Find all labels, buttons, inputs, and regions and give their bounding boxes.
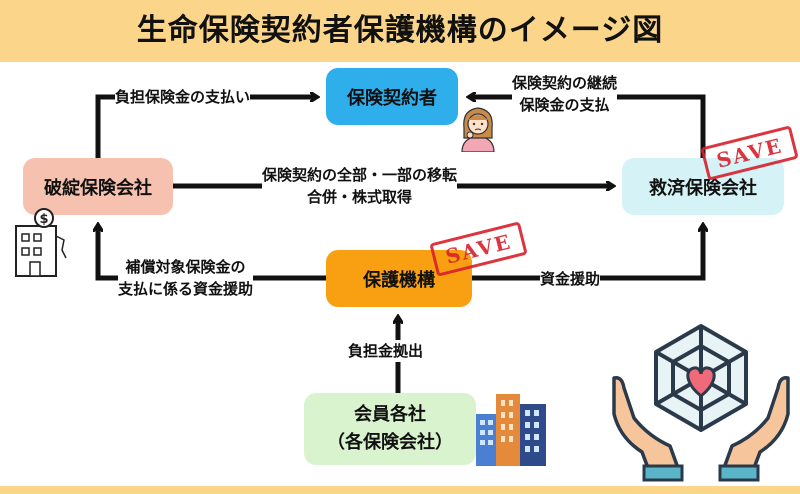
header-bar (0, 0, 800, 62)
label-compensation-line-2: 支払に係る資金援助 (118, 280, 254, 298)
members-line-1: 会員各社 (354, 404, 426, 425)
label-fund-support: 資金援助 (540, 268, 601, 290)
worried-woman-icon (461, 107, 495, 152)
footer-bar (0, 486, 800, 494)
label-transfer-line-2: 合併・株式取得 (307, 188, 413, 206)
label-continuation-line-2: 保険金の支払 (519, 96, 610, 114)
node-member-companies: 会員各社 （各保険会社） (304, 393, 476, 465)
node-protection-organization: 保護機構 (326, 250, 472, 307)
node-policyholder: 保険契約者 (326, 68, 458, 125)
node-rescue-insurer: 救済保険会社 (622, 158, 784, 215)
label-compensation-line-1: 補償対象保険金の (125, 258, 246, 276)
label-continuation: 保険契約の継続 保険金の支払 (512, 72, 618, 116)
bankrupt-building-icon: $ (15, 208, 67, 277)
members-line-2: （各保険会社） (327, 432, 453, 453)
label-transfer: 保険契約の全部・一部の移転 合併・株式取得 (262, 164, 458, 208)
label-compensation: 補償対象保険金の 支払に係る資金援助 (118, 256, 254, 300)
label-contribution: 負担金拠出 (348, 340, 424, 362)
page-title: 生命保険契約者保護機構のイメージ図 (136, 13, 664, 48)
label-continuation-line-1: 保険契約の継続 (512, 74, 618, 92)
hands-heart-web-icon (612, 324, 790, 482)
office-buildings-icon (476, 394, 546, 466)
label-transfer-line-1: 保険契約の全部・一部の移転 (262, 166, 458, 184)
svg-text:$: $ (39, 212, 48, 227)
node-bankrupt-insurer: 破綻保険会社 (23, 158, 173, 215)
label-burden-payment: 負担保険金の支払い (115, 86, 251, 108)
